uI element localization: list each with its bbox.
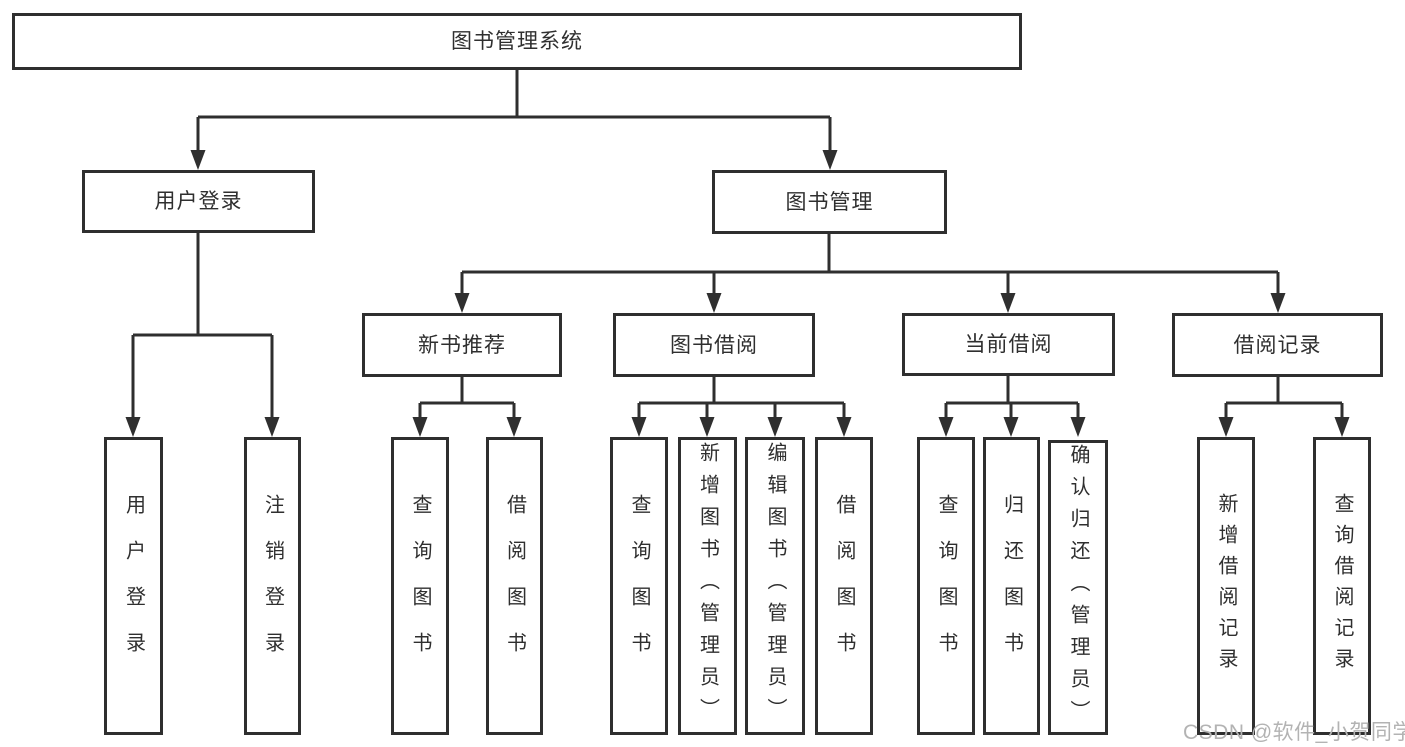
node-leaf-query-borrow-record: 查询借阅记录 bbox=[1313, 437, 1371, 735]
arrow-down-icon bbox=[1270, 293, 1286, 313]
node-leaf-borrow-books: 借阅图书 bbox=[815, 437, 873, 735]
node-leaf-query-books-current-label: 查询图书 bbox=[935, 494, 957, 678]
node-leaf-borrow-books-label: 借阅图书 bbox=[833, 494, 855, 678]
node-user-login: 用户登录 bbox=[82, 170, 315, 233]
arrow-down-icon bbox=[938, 417, 954, 437]
node-book-management-label: 图书管理 bbox=[785, 190, 874, 214]
node-book-borrowing: 图书借阅 bbox=[613, 313, 815, 377]
arrow-down-icon bbox=[822, 150, 838, 170]
node-book-borrowing-label: 图书借阅 bbox=[670, 333, 758, 357]
node-new-book-recommend-label: 新书推荐 bbox=[418, 333, 506, 357]
node-leaf-query-books-current: 查询图书 bbox=[917, 437, 975, 735]
arrow-down-icon bbox=[412, 417, 428, 437]
arrow-down-icon bbox=[125, 417, 141, 437]
node-library-system-label: 图书管理系统 bbox=[451, 30, 583, 53]
watermark-text: CSDN @软件_小贺同学 bbox=[1183, 721, 1405, 744]
arrow-down-icon bbox=[1334, 417, 1350, 437]
node-leaf-confirm-return-admin-label: 确认归还（管理员） bbox=[1067, 443, 1089, 732]
node-leaf-add-borrow-record-label: 新增借阅记录 bbox=[1215, 493, 1237, 679]
arrow-down-icon bbox=[454, 293, 470, 313]
arrow-down-icon bbox=[1000, 293, 1016, 313]
node-leaf-query-books-borrowing: 查询图书 bbox=[610, 437, 668, 735]
node-leaf-add-borrow-record: 新增借阅记录 bbox=[1197, 437, 1255, 735]
node-leaf-borrow-books-recommend: 借阅图书 bbox=[486, 437, 543, 735]
node-borrowing-records: 借阅记录 bbox=[1172, 313, 1383, 377]
node-leaf-borrow-books-recommend-label: 借阅图书 bbox=[503, 494, 526, 678]
arrow-down-icon bbox=[767, 417, 783, 437]
node-leaf-logout: 注销登录 bbox=[244, 437, 301, 735]
node-leaf-query-books-recommend: 查询图书 bbox=[391, 437, 449, 735]
connector-lines bbox=[131, 70, 1344, 422]
node-book-management: 图书管理 bbox=[712, 170, 947, 234]
node-current-borrowing-label: 当前借阅 bbox=[964, 333, 1053, 356]
arrow-down-icon bbox=[706, 293, 722, 313]
arrow-down-icon bbox=[1070, 417, 1086, 437]
node-library-system: 图书管理系统 bbox=[12, 13, 1022, 70]
arrow-down-icon bbox=[190, 150, 206, 170]
node-current-borrowing: 当前借阅 bbox=[902, 313, 1115, 376]
arrow-down-icon bbox=[506, 417, 522, 437]
node-leaf-edit-book-admin-label: 编辑图书（管理员） bbox=[764, 442, 786, 730]
node-leaf-return-books-label: 归还图书 bbox=[1000, 494, 1023, 678]
node-leaf-query-books-recommend-label: 查询图书 bbox=[409, 494, 431, 678]
node-leaf-confirm-return-admin: 确认归还（管理员） bbox=[1048, 440, 1108, 735]
node-new-book-recommend: 新书推荐 bbox=[362, 313, 562, 377]
node-borrowing-records-label: 借阅记录 bbox=[1233, 333, 1322, 357]
arrow-down-icon bbox=[836, 417, 852, 437]
node-leaf-user-login: 用户登录 bbox=[104, 437, 163, 735]
arrow-down-icons bbox=[125, 150, 1350, 437]
arrow-down-icon bbox=[631, 417, 647, 437]
node-leaf-query-books-borrowing-label: 查询图书 bbox=[628, 494, 650, 678]
arrow-down-icon bbox=[1218, 417, 1234, 437]
node-leaf-query-borrow-record-label: 查询借阅记录 bbox=[1331, 493, 1353, 679]
node-leaf-logout-label: 注销登录 bbox=[261, 494, 284, 678]
node-user-login-label: 用户登录 bbox=[154, 190, 243, 213]
arrow-down-icon bbox=[264, 417, 280, 437]
arrow-down-icon bbox=[1003, 417, 1019, 437]
node-leaf-edit-book-admin: 编辑图书（管理员） bbox=[745, 437, 805, 735]
node-leaf-user-login-label: 用户登录 bbox=[122, 494, 145, 678]
arrow-down-icon bbox=[699, 417, 715, 437]
node-leaf-add-book-admin: 新增图书（管理员） bbox=[678, 437, 737, 735]
node-leaf-return-books: 归还图书 bbox=[983, 437, 1040, 735]
node-leaf-add-book-admin-label: 新增图书（管理员） bbox=[696, 442, 719, 730]
